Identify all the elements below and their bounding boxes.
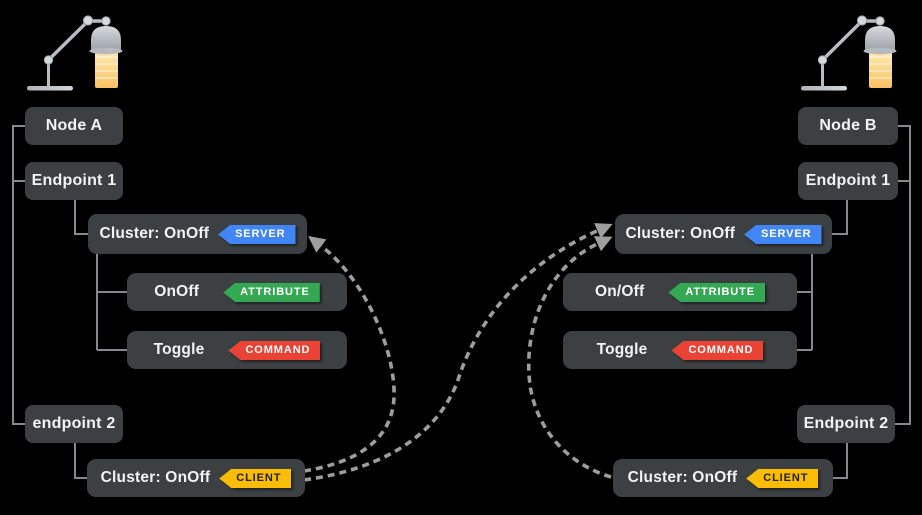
node-a-server-cluster-box: Cluster: OnOff SERVER	[88, 214, 307, 254]
arrow-clientB-to-serverB	[526, 236, 613, 479]
node-b-attribute-label: On/Off	[594, 283, 645, 300]
node-a-label: Node A	[45, 117, 103, 134]
command-badge: COMMAND	[671, 340, 764, 360]
node-b-tree-lines	[797, 125, 911, 479]
node-a-endpoint1-box: Endpoint 1	[25, 162, 123, 200]
node-a-client-cluster-label: Cluster: OnOff	[100, 469, 211, 486]
node-a-endpoint2-label: endpoint 2	[32, 415, 116, 432]
attribute-badge: ATTRIBUTE	[223, 282, 320, 302]
desk-lamp-icon	[799, 14, 899, 93]
node-b-endpoint1-box: Endpoint 1	[798, 162, 898, 200]
node-b-label: Node B	[819, 117, 877, 134]
node-b-server-cluster-box: Cluster: OnOff SERVER	[615, 214, 832, 254]
server-badge: SERVER	[218, 224, 296, 244]
client-badge: CLIENT	[746, 468, 819, 488]
node-a-endpoint1-label: Endpoint 1	[31, 172, 117, 189]
node-a-attribute-box: OnOff ATTRIBUTE	[127, 273, 347, 311]
attribute-badge: ATTRIBUTE	[668, 282, 766, 302]
node-b-client-cluster-label: Cluster: OnOff	[627, 469, 738, 486]
node-b-endpoint2-label: Endpoint 2	[803, 415, 889, 432]
desk-lamp-icon	[25, 14, 125, 93]
node-a-client-cluster-box: Cluster: OnOff CLIENT	[87, 459, 305, 497]
node-b-endpoint2-box: Endpoint 2	[797, 405, 895, 443]
node-a-command-box: Toggle COMMAND	[127, 331, 347, 369]
node-a-command-label: Toggle	[153, 341, 205, 358]
server-badge: SERVER	[744, 224, 822, 244]
arrow-clientA-to-serverA	[303, 235, 396, 473]
node-a-endpoint2-box: endpoint 2	[25, 405, 123, 443]
node-b-endpoint1-label: Endpoint 1	[805, 172, 891, 189]
node-a-tree-lines	[12, 125, 127, 479]
node-b-command-box: Toggle COMMAND	[563, 331, 797, 369]
command-badge: COMMAND	[228, 340, 321, 360]
arrow-clientA-to-serverB	[303, 223, 613, 482]
node-b-client-cluster-box: Cluster: OnOff CLIENT	[613, 459, 833, 497]
node-a-server-cluster-label: Cluster: OnOff	[99, 225, 210, 242]
node-a-attribute-label: OnOff	[154, 283, 200, 300]
node-b-command-label: Toggle	[596, 341, 648, 358]
node-b-box: Node B	[798, 107, 898, 145]
node-b-server-cluster-label: Cluster: OnOff	[625, 225, 736, 242]
node-b-attribute-box: On/Off ATTRIBUTE	[563, 273, 797, 311]
client-badge: CLIENT	[219, 468, 292, 488]
node-a-box: Node A	[25, 107, 123, 145]
